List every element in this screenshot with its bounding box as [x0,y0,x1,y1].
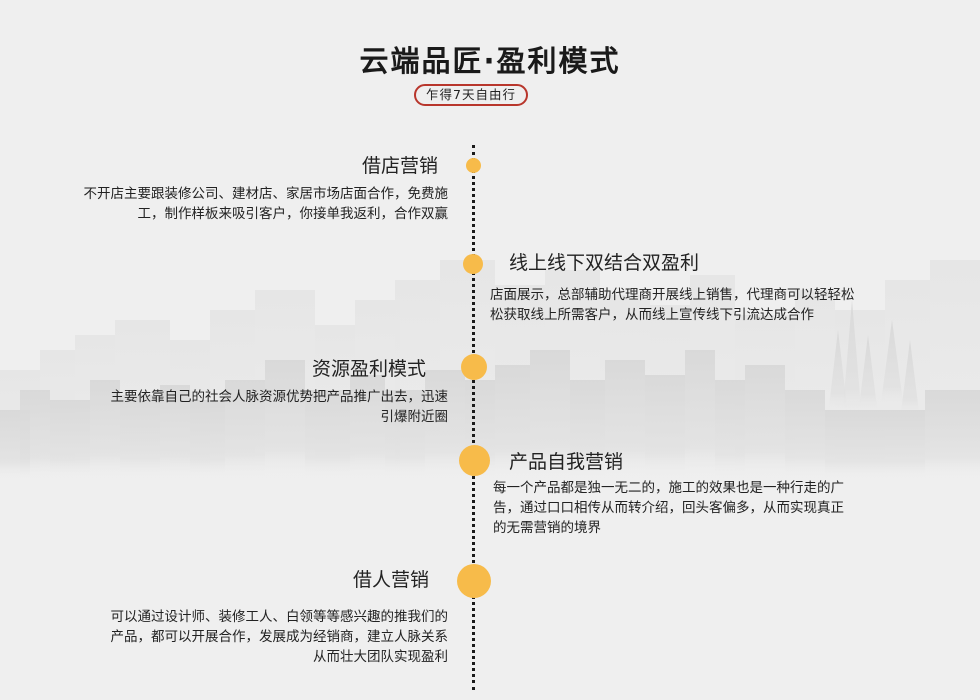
item-heading-1: 借店营销 [362,155,439,177]
timeline-dot-3 [461,354,487,380]
item-heading-3: 资源盈利模式 [312,358,427,380]
item-desc-4-line-3: 的无需营销的境界 [493,520,601,536]
item-desc-5-line-3: 从而壮大团队实现盈利 [313,649,448,665]
timeline-dot-5 [457,564,491,598]
timeline-dot-4 [459,445,490,476]
item-desc-2-line-2: 松获取线上所需客户，从而线上宣传线下引流达成合作 [490,307,814,323]
item-heading-2: 线上线下双结合双盈利 [509,252,700,274]
item-desc-5-line-1: 可以通过设计师、装修工人、白领等等感兴趣的推我们的 [110,609,449,625]
item-desc-3-line-2: 引爆附近圈 [380,409,449,425]
item-desc-2-line-1: 店面展示，总部辅助代理商开展线上销售，代理商可以轻轻松 [490,287,855,303]
subtitle-badge: 乍得7天自由行 [414,84,528,106]
item-desc-3-line-1: 主要依靠自己的社会人脉资源优势把产品推广出去，迅速 [110,389,449,405]
item-desc-5: 可以通过设计师、装修工人、白领等等感兴趣的推我们的 产品，都可以开展合作，发展成… [14,607,449,667]
timeline-dot-2 [463,254,483,274]
item-desc-1-line-1: 不开店主要跟装修公司、建材店、家居市场店面合作，免费施 [83,186,449,202]
item-desc-4-line-2: 告，通过口口相传从而转介绍，回头客偏多，从而实现真正 [493,500,844,516]
timeline-line [472,145,475,690]
item-heading-4: 产品自我营销 [509,451,624,473]
page-title: 云端品匠·盈利模式 [359,44,621,78]
item-desc-1-line-2: 工，制作样板来吸引客户，你接单我返利，合作双赢 [137,206,449,222]
item-heading-5: 借人营销 [353,569,430,591]
city-skyline-background [0,260,980,480]
timeline-dot-1 [466,158,481,173]
item-desc-2: 店面展示，总部辅助代理商开展线上销售，代理商可以轻轻松 松获取线上所需客户，从而… [490,285,930,325]
item-desc-1: 不开店主要跟装修公司、建材店、家居市场店面合作，免费施 工，制作样板来吸引客户，… [14,184,449,224]
item-desc-4-line-1: 每一个产品都是独一无二的，施工的效果也是一种行走的广 [493,480,844,496]
item-desc-5-line-2: 产品，都可以开展合作，发展成为经销商，建立人脉关系 [110,629,449,645]
item-desc-4: 每一个产品都是独一无二的，施工的效果也是一种行走的广 告，通过口口相传从而转介绍… [493,478,928,538]
item-desc-3: 主要依靠自己的社会人脉资源优势把产品推广出去，迅速 引爆附近圈 [14,387,449,427]
